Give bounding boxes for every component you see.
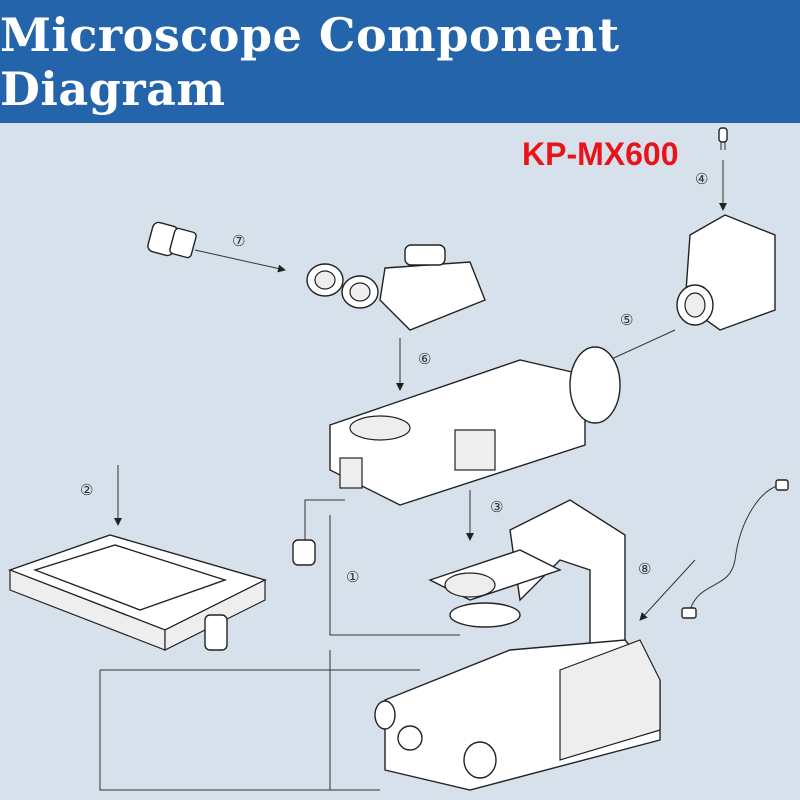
illuminator-arm-part	[329, 346, 621, 506]
eyepiece-part	[147, 221, 197, 259]
callout-3: ③	[490, 498, 503, 516]
callout-6: ⑥	[418, 350, 431, 368]
lamp-housing-part	[676, 214, 776, 331]
objective-part	[292, 539, 316, 566]
microscope-base-part	[374, 499, 661, 791]
trinocular-head-part	[306, 244, 486, 331]
connector-lines	[99, 499, 460, 791]
callout-5: ⑤	[620, 311, 633, 329]
arrows	[114, 160, 727, 621]
page-title: Microscope Component Diagram	[0, 7, 620, 116]
callout-1: ①	[346, 568, 359, 586]
power-cord-part	[681, 479, 789, 619]
model-label: KP-MX600	[522, 136, 679, 172]
callout-7: ⑦	[232, 232, 245, 250]
header-banner: Microscope Component Diagram	[0, 0, 800, 123]
callout-4: ④	[695, 170, 708, 188]
callout-2: ②	[80, 481, 93, 499]
stage-part	[7, 534, 267, 651]
callout-8: ⑧	[638, 560, 651, 578]
bulb-part	[718, 127, 728, 150]
